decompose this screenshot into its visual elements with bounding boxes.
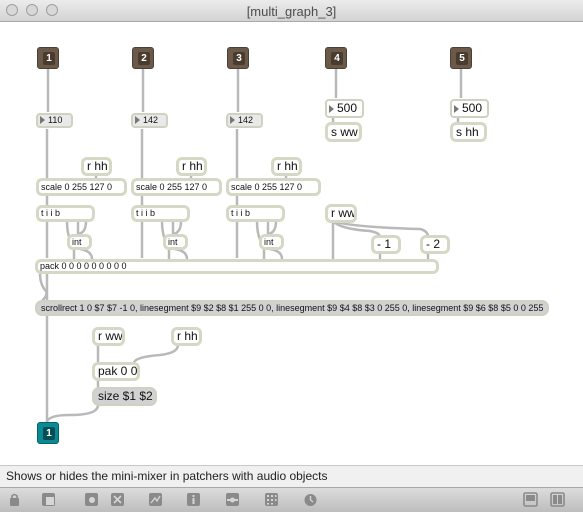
receive-ww-object-1[interactable]: r ww (325, 204, 357, 223)
number-triangle-icon (135, 116, 140, 124)
split-left-icon[interactable] (523, 492, 538, 507)
receive-hh-object-3[interactable]: r hh (271, 157, 302, 176)
inlet-5[interactable]: 5 (450, 47, 472, 69)
number-triangle-icon (230, 116, 235, 124)
debug-icon[interactable] (303, 492, 318, 507)
receive-ww-object-2[interactable]: r ww (92, 327, 125, 346)
inlet-2[interactable]: 2 (132, 47, 154, 69)
minus-1-object[interactable]: - 1 (371, 235, 401, 254)
number-triangle-icon (454, 105, 459, 113)
scale-object-2[interactable]: scale 0 255 127 0 (131, 178, 222, 196)
mixer-icon[interactable] (225, 492, 240, 507)
send-hh-object[interactable]: s hh (450, 122, 487, 142)
number-triangle-icon (329, 105, 334, 113)
int-object-2[interactable]: int (163, 234, 188, 250)
inspector-icon[interactable] (148, 492, 163, 507)
scrollrect-message[interactable]: scrollrect 1 0 $7 $7 -1 0, linesegment $… (35, 300, 549, 316)
clear-icon[interactable] (110, 492, 125, 507)
number-box-4[interactable]: 500 (325, 99, 364, 118)
number-triangle-icon (40, 116, 45, 124)
lock-icon[interactable] (7, 492, 22, 507)
inlet-4[interactable]: 4 (325, 47, 347, 69)
inlet-3[interactable]: 3 (227, 47, 249, 69)
scale-object-1[interactable]: scale 0 255 127 0 (36, 178, 127, 196)
status-bar: Shows or hides the mini-mixer in patcher… (0, 465, 583, 487)
close-window-button[interactable] (6, 4, 18, 16)
palette-icon[interactable] (84, 492, 99, 507)
window-title: [multi_graph_3] (246, 4, 337, 19)
status-text: Shows or hides the mini-mixer in patcher… (6, 469, 328, 483)
zoom-window-button[interactable] (46, 4, 58, 16)
info-icon[interactable] (186, 492, 201, 507)
pack-object[interactable]: pack 0 0 0 0 0 0 0 0 0 (35, 259, 439, 274)
number-box-5[interactable]: 500 (450, 99, 489, 118)
minus-2-object[interactable]: - 2 (420, 235, 450, 254)
scale-object-3[interactable]: scale 0 255 127 0 (226, 178, 321, 196)
send-ww-object[interactable]: s ww (325, 122, 362, 142)
bottom-toolbar (0, 487, 583, 512)
int-object-1[interactable]: int (67, 234, 92, 250)
int-object-3[interactable]: int (259, 234, 284, 250)
number-box-3[interactable]: 142 (226, 113, 263, 128)
trigger-object-3[interactable]: t i i b (226, 205, 285, 222)
size-message[interactable]: size $1 $2 (92, 387, 157, 406)
new-object-icon[interactable] (41, 492, 56, 507)
minimize-window-button[interactable] (26, 4, 38, 16)
receive-hh-object-4[interactable]: r hh (171, 327, 202, 346)
outlet-1[interactable]: 1 (37, 422, 59, 444)
window-titlebar: [multi_graph_3] (0, 0, 583, 22)
pak-object[interactable]: pak 0 0 (92, 362, 140, 381)
number-box-2[interactable]: 142 (131, 113, 168, 128)
trigger-object-2[interactable]: t i i b (131, 205, 190, 222)
split-right-icon[interactable] (550, 492, 565, 507)
patcher-canvas[interactable]: 1 2 3 4 5 110 142 142 500 500 s ww s hh … (0, 23, 583, 464)
inlet-1[interactable]: 1 (37, 47, 59, 69)
trigger-object-1[interactable]: t i i b (36, 205, 95, 222)
number-box-1[interactable]: 110 (36, 113, 73, 128)
grid-icon[interactable] (264, 492, 279, 507)
receive-hh-object-1[interactable]: r hh (81, 157, 112, 176)
receive-hh-object-2[interactable]: r hh (176, 157, 207, 176)
